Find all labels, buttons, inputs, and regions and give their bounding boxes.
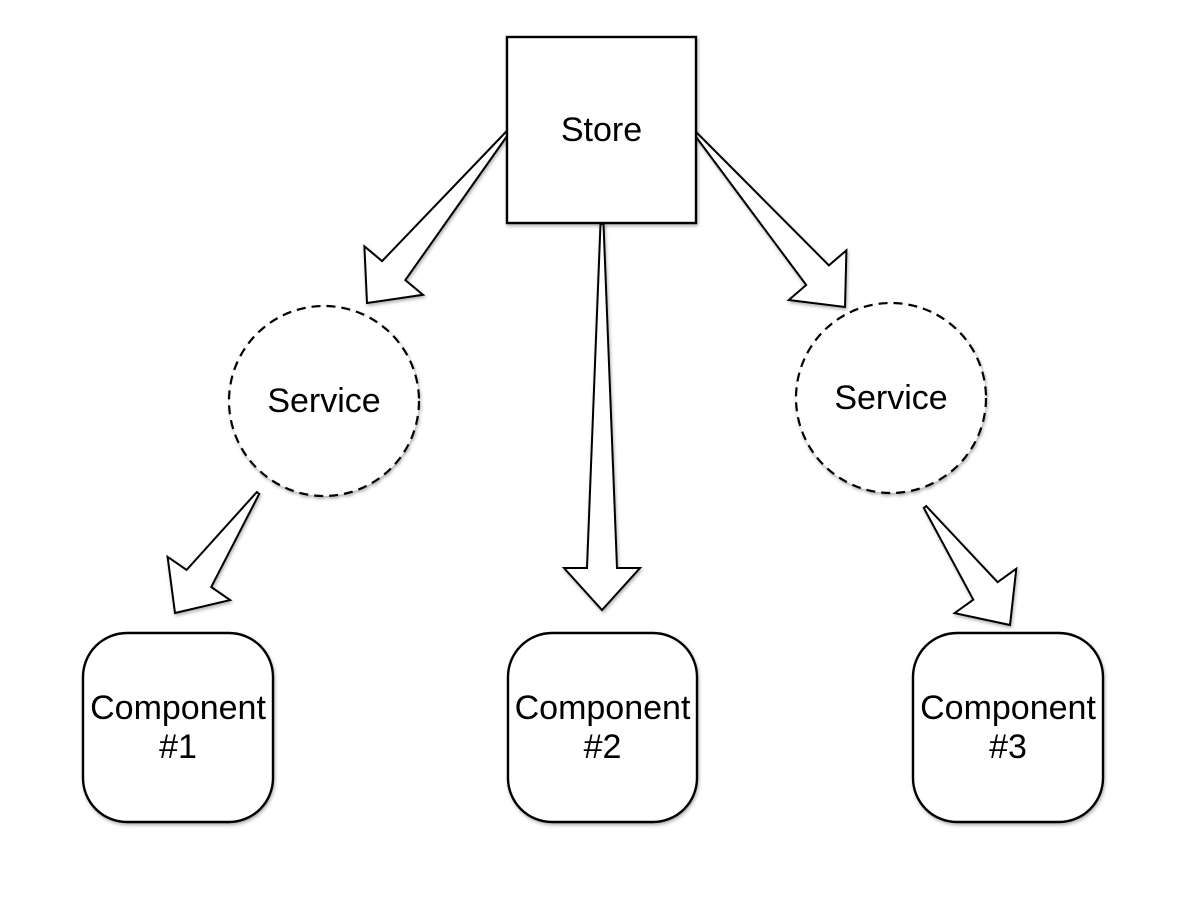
edge-arrow-store-to-component-2 [561,223,643,612]
edge-arrow-service-left-to-component-1 [166,490,261,615]
edges-layer [166,129,1018,627]
service-left-node [227,304,421,498]
edge-arrow-store-to-service-left [363,129,511,305]
nodes-layer [81,35,1105,824]
component-2-node [506,631,699,824]
edge-arrow-store-to-service-right [692,130,848,309]
edge-arrow-service-right-to-component-3 [922,504,1018,627]
store-node [505,35,698,225]
component-1-node [81,631,275,824]
service-right-node [794,301,988,495]
component-3-node [911,631,1105,824]
